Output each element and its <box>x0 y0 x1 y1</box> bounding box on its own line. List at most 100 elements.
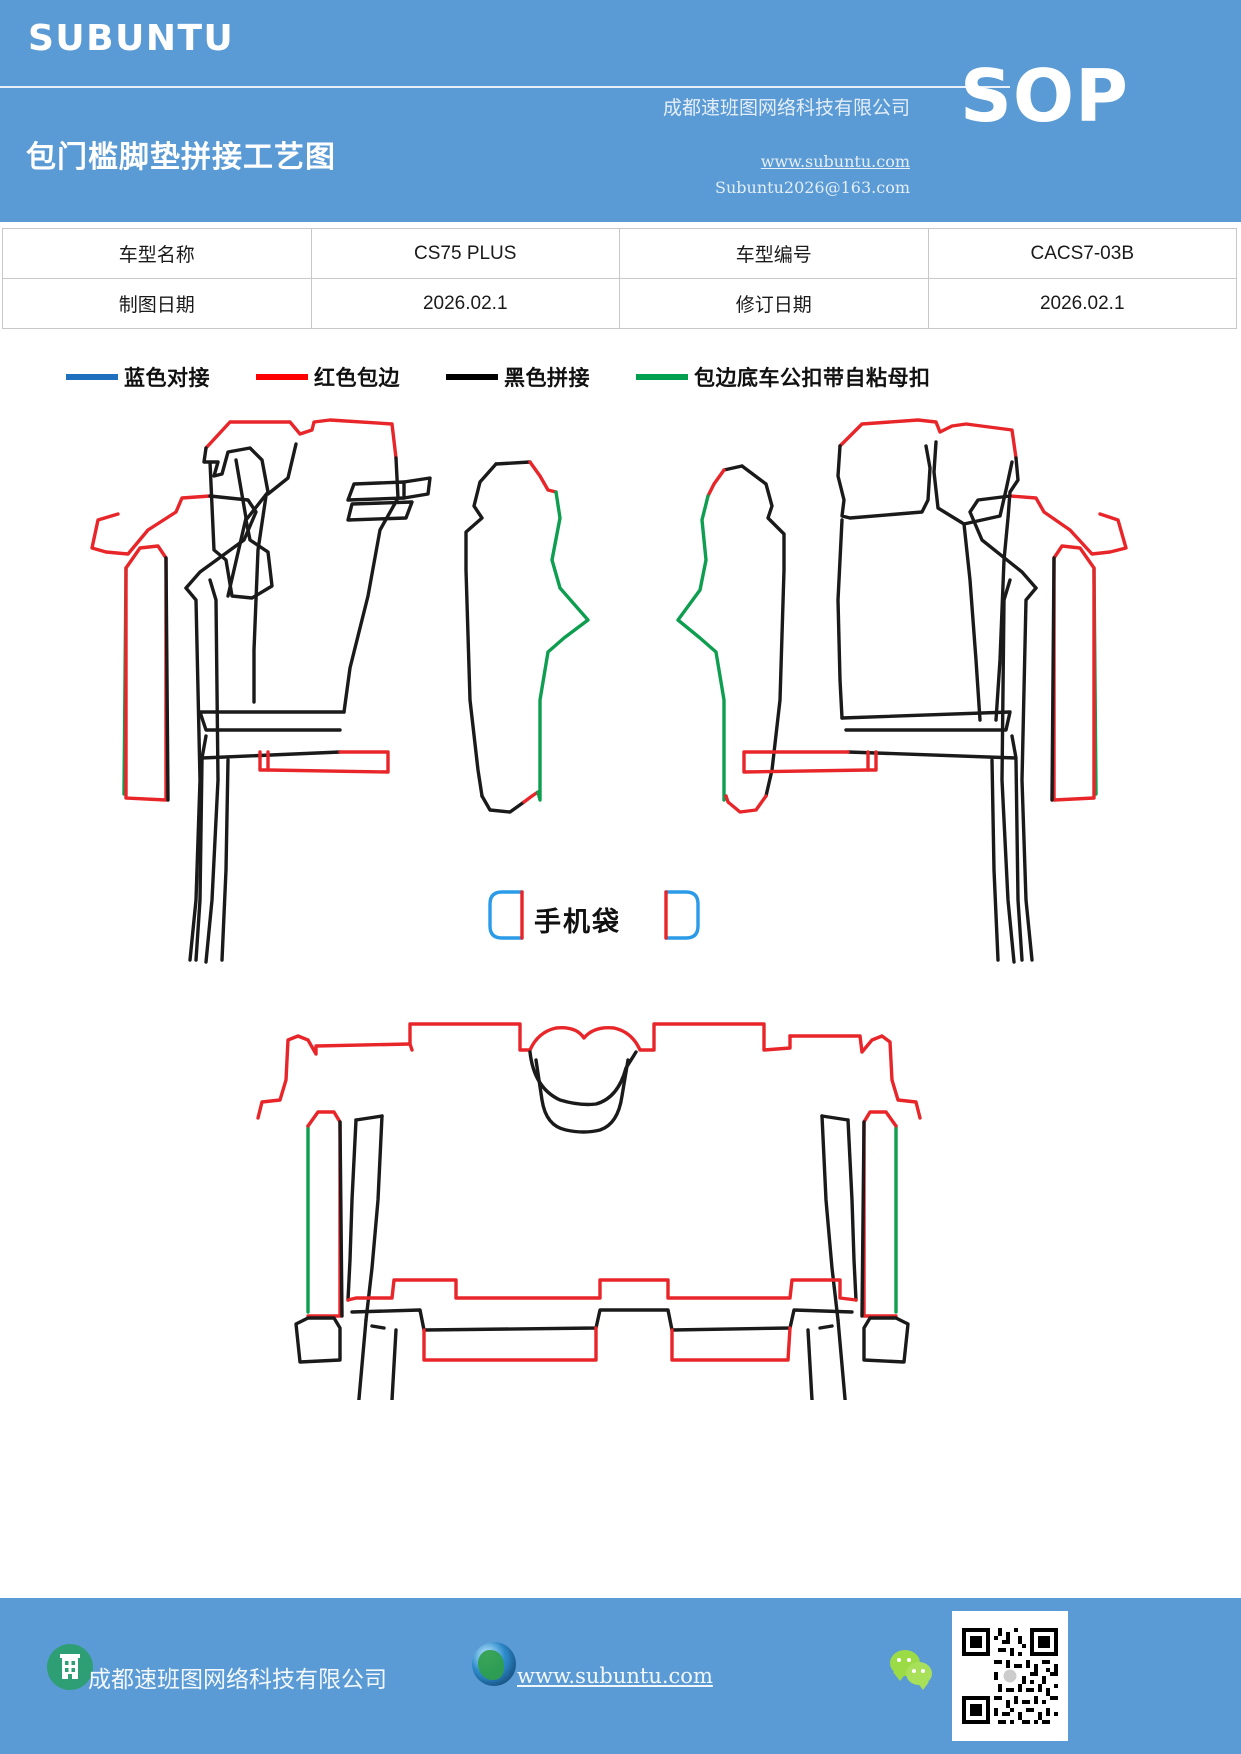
footer-company-name: 成都速班图网络科技有限公司 <box>88 1667 387 1693</box>
rear-left-black-a <box>346 1118 358 1302</box>
left-red-hook <box>90 494 212 556</box>
rear-left-strip-black <box>338 1120 344 1318</box>
header-divider <box>0 86 1010 88</box>
rear-right-lower-seam <box>818 1324 834 1330</box>
left-upper-black-seam <box>226 458 248 598</box>
right-red-hook <box>1008 494 1128 556</box>
right-upper-black-panel <box>836 444 932 520</box>
rear-mat-black-scallop-bottom <box>534 1058 630 1134</box>
phone-pocket-right-blue <box>664 890 700 940</box>
vehicle-info-table: 车型名称 CS75 PLUS 车型编号 CACS7-03B 制图日期 2026.… <box>2 228 1237 329</box>
center-left-black-outline <box>464 462 498 798</box>
page-footer: 成都速班图网络科技有限公司 www.subuntu.com <box>0 1598 1241 1754</box>
legend-label-green: 包边底车公扣带自粘母扣 <box>694 367 931 390</box>
model-code-label: 车型编号 <box>619 228 929 279</box>
rear-mat-lower-black-band <box>350 1308 854 1332</box>
legend-item-blue: 蓝色对接 <box>66 362 210 392</box>
left-outer-black-right <box>342 456 400 714</box>
table-row: 制图日期 2026.02.1 修订日期 2026.02.1 <box>2 278 1237 329</box>
right-body-band-b <box>846 734 1018 760</box>
legend-label-black: 黑色拼接 <box>504 367 590 390</box>
rear-right-black-top <box>820 1114 850 1122</box>
left-inner-black-seam <box>252 494 268 704</box>
rear-left-wedge <box>294 1316 342 1364</box>
header-email[interactable]: Subuntu2026@163.com <box>715 178 910 197</box>
right-upper-red-edge <box>838 418 1018 460</box>
center-right-panel <box>676 464 786 814</box>
model-code-value: CACS7-03B <box>927 228 1237 279</box>
small-detail-pieces <box>346 476 432 522</box>
left-upper-black-seam2 <box>266 442 298 496</box>
legend-swatch-black-icon <box>446 374 498 380</box>
left-upper-red-edge <box>204 418 398 460</box>
header-website-link[interactable]: www.subuntu.com <box>760 152 910 171</box>
center-left-green-edge <box>536 490 590 802</box>
wechat-eye-3 <box>912 1669 916 1673</box>
rear-mat-lower-red-band <box>346 1278 858 1302</box>
center-right-green-edge <box>676 494 728 802</box>
wechat-eye-2 <box>907 1658 911 1662</box>
rear-mat-red-left <box>256 1034 412 1120</box>
right-mat-group <box>742 418 1128 964</box>
center-right-top-black <box>722 464 744 472</box>
qr-code-glyph <box>958 1624 1062 1728</box>
detail-rect-1 <box>346 480 406 502</box>
left-body-leftedge <box>194 758 204 962</box>
left-body-band-b <box>200 734 342 760</box>
right-body-rightedge <box>1014 758 1024 962</box>
revision-date-label: 修订日期 <box>619 278 929 329</box>
center-left-bottom-black <box>480 794 526 814</box>
left-long-black-strip-a <box>184 586 202 962</box>
right-body-bottom-red <box>742 750 870 774</box>
right-upper-black-panel2 <box>932 440 1014 526</box>
center-left-panel <box>464 460 590 814</box>
wechat-icon <box>890 1650 938 1690</box>
left-long-black-strip-b <box>204 578 220 964</box>
left-black-hook-lower <box>184 494 258 590</box>
center-right-bottom-red <box>724 794 768 814</box>
brand-logo: SUBUNTU <box>28 18 235 59</box>
footer-website-link[interactable]: www.subuntu.com <box>517 1664 713 1688</box>
qr-code[interactable] <box>952 1611 1068 1741</box>
left-body-bottom-red <box>266 750 390 774</box>
rear-inner-rect-left <box>422 1326 598 1362</box>
right-body-seam <box>962 522 982 722</box>
revision-date-value: 2026.02.1 <box>927 278 1237 329</box>
rear-left-lower-seam <box>370 1324 386 1330</box>
rear-left-strip-red <box>306 1110 342 1318</box>
rear-mat-red-right <box>788 1034 922 1120</box>
legend-swatch-green-icon <box>636 374 688 380</box>
right-notch-red <box>866 750 878 772</box>
wechat-eye-4 <box>921 1669 925 1673</box>
right-long-black-strip-b <box>1000 578 1016 964</box>
rear-mat-group <box>256 1022 922 1400</box>
rear-left-black-b <box>364 1114 384 1322</box>
rear-right-lower-panel <box>806 1318 847 1400</box>
phone-pocket-shapes <box>488 890 700 940</box>
right-strip-black-edge <box>1050 556 1056 802</box>
center-right-black-outline <box>740 464 786 798</box>
table-row: 车型名称 CS75 PLUS 车型编号 CACS7-03B <box>2 228 1237 279</box>
left-body-band-a <box>198 710 346 732</box>
left-mat-group <box>90 418 400 964</box>
right-strip-red-edge <box>1052 544 1096 802</box>
legend-label-red: 红色包边 <box>314 367 400 390</box>
wechat-eye-1 <box>897 1658 901 1662</box>
model-name-label: 车型名称 <box>2 228 312 279</box>
rear-inner-rect-right <box>670 1326 792 1362</box>
legend-swatch-blue-icon <box>66 374 118 380</box>
header-company-name: 成都速班图网络科技有限公司 <box>662 97 910 119</box>
legend-item-green: 包边底车公扣带自粘母扣 <box>636 362 931 392</box>
right-body-band-a <box>840 710 1012 732</box>
right-black-hook-lower <box>968 494 1038 590</box>
left-notch-red <box>258 750 270 772</box>
legend-label-blue: 蓝色对接 <box>124 367 210 390</box>
detail-rect-3 <box>402 476 432 500</box>
draw-date-value: 2026.02.1 <box>310 278 620 329</box>
doc-type-badge: SOP <box>960 54 1129 138</box>
right-body-seam2 <box>990 758 1000 962</box>
rear-right-black-b <box>820 1114 840 1322</box>
rear-right-black-a <box>846 1118 858 1302</box>
building-icon <box>47 1644 93 1690</box>
center-left-bottom-red <box>522 790 540 804</box>
